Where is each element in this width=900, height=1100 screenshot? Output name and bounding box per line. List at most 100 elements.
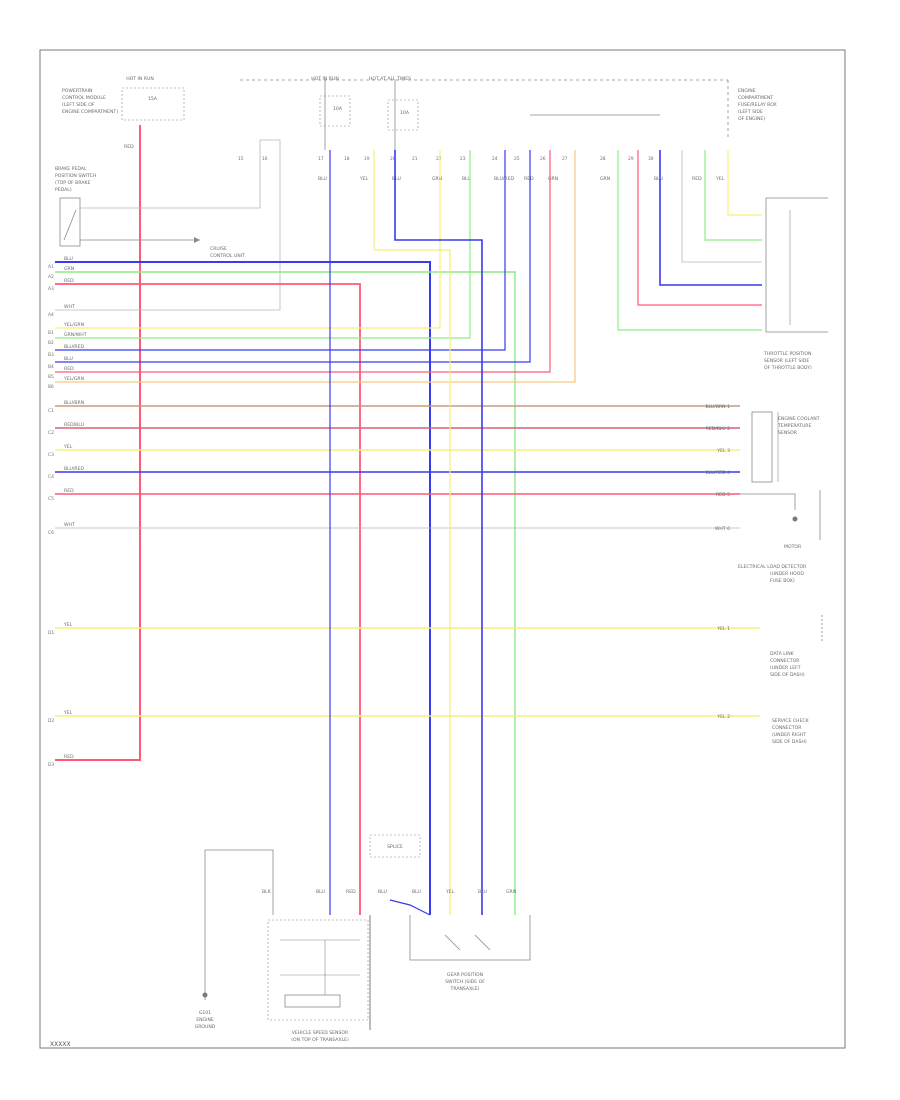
green-wire-a2 [55,271,516,915]
right-wire-label: YEL 1 [716,626,730,632]
left-wire-label: YEL [63,710,73,716]
brake-switch-box [59,197,81,247]
tp-label-3: OF THROTTLE BODY) [764,365,812,371]
tp-label-2: SENSOR (LEFT SIDE [764,358,809,364]
red-wire-main-left [55,125,141,761]
hot-in-run-left-label: HOT IN RUN [126,76,154,82]
dlc1-label-1: DATA LINK [770,651,795,657]
hot-in-run-left: HOT IN RUN 15A [121,76,185,121]
left-wire-pin: B6 [48,384,54,390]
pcm-label-1: POWERTRAIN [62,88,92,94]
bottom-wire-label: BLU [378,889,387,895]
top-wire-color: BLU [392,176,401,182]
green-wire-tp-1 [617,150,762,331]
data-link-connector-1: DATA LINK CONNECTOR (UNDER LEFT SIDE OF … [770,651,805,678]
red-wire-a3 [55,283,361,915]
brake-label-3: (TOP OF BRAKE [55,180,90,186]
left-wire-label: BLU/RED [64,344,84,350]
top-right-block: ENGINE COMPARTMENT FUSE/RELAY BOX (LEFT … [738,88,777,122]
hot-in-run-mid-label: HOT IN RUN [311,76,339,82]
left-wire-pin: B2 [48,340,54,346]
left-wire-pin: D3 [48,762,54,768]
top-right-label-5: OF ENGINE) [738,116,765,122]
right-wire-label: BLU/BRN 1 [705,404,730,410]
ground-g101-terminal [202,992,208,998]
top-pin-number: 26 [540,156,546,162]
top-pin-number: 25 [514,156,520,162]
top-pin-number: 30 [648,156,654,162]
dlc1-label-3: (UNDER LEFT [770,665,801,671]
top-pin-number: 16 [262,156,268,162]
left-wire-label: WHT [64,304,75,310]
data-link-connector-2: SERVICE CHECK CONNECTOR (UNDER RIGHT SID… [772,718,810,745]
splice-box [369,834,421,858]
pcm-label-4: ENGINE COMPARTMENT) [62,109,118,115]
top-wire-color: BLU [318,176,327,182]
right-wire-label: WHT 6 [715,526,730,532]
eld-label-3: FUSE BOX) [770,578,795,584]
ground-label-1: G101 [199,1010,211,1016]
throttle-position-sensor: THROTTLE POSITION SENSOR (LEFT SIDE OF T… [763,197,828,371]
diagram-code: XXXXX [50,1041,71,1048]
ect-label-1: ENGINE COOLANT [778,416,820,422]
brake-switch-block: BRAKE PEDAL POSITION SWITCH (TOP OF BRAK… [55,166,96,247]
top-pin-number: 24 [492,156,498,162]
fuse-box-mid2 [387,99,419,131]
blue-wire-tp [659,150,762,286]
top-wire-color: BLU/RED [494,176,514,182]
left-wire-label: RED [64,278,74,284]
blue-wire-a1 [55,261,431,915]
vehicle-speed-sensor: VEHICLE SPEED SENSOR (ON TOP OF TRANSAXL… [204,849,371,1043]
motor-terminal [792,516,798,522]
left-wire-label: RED [64,754,74,760]
right-wire-label: RED/BLU 2 [706,426,730,432]
fuse-left-label: 15A [148,96,158,102]
vss-coil [284,994,341,1008]
top-pin-number: 19 [364,156,370,162]
left-wire-pin: A3 [48,286,54,292]
left-wire-label: YEL/GRN [63,376,84,382]
left-wire-pin: B3 [48,352,54,358]
eld-label-1: ELECTRICAL LOAD DETECTOR [738,564,807,570]
motor-lead [740,493,796,510]
electrical-load-detector-label: ELECTRICAL LOAD DETECTOR (UNDER HOOD FUS… [738,564,807,584]
pcm-label-2: CONTROL MODULE [62,95,106,101]
dlc2-label-3: (UNDER RIGHT [772,732,806,738]
gear-switch-box [409,915,531,961]
cruise-label-2: CONTROL UNIT [210,253,245,259]
ground-label-3: GROUND [195,1024,216,1030]
top-pin-number: 23 [460,156,466,162]
tp-label-1: THROTTLE POSITION [763,351,811,357]
vss-label-1: VEHICLE SPEED SENSOR [292,1030,349,1036]
top-pin-number: 27 [562,156,568,162]
diagram-frame [39,49,846,1049]
dlc1-label-2: CONNECTOR [770,658,800,664]
left-wire-pin: A4 [48,312,54,318]
dlc2-label-1: SERVICE CHECK [772,718,810,724]
bottom-wire-label: BLU [316,889,325,895]
left-wire-pin: C4 [48,474,54,480]
blue-wire-b3 [55,150,506,351]
top-wire-color: YEL [359,176,369,182]
vss-label-2: (ON TOP OF TRANSAXLE) [291,1037,349,1043]
gear-label-2: SWITCH (SIDE OF [445,979,485,985]
left-wire-pin: B4 [48,364,54,370]
top-pin-number: 21 [412,156,418,162]
pcm-label-3: (LEFT SIDE OF [62,102,95,108]
left-wire-label: WHT [64,522,75,528]
ect-label-2: TEMPERATURE [777,423,811,429]
top-pin-number: 17 [318,156,324,162]
fuse-mid1-label: 10A [333,106,343,112]
top-wire-color: GRN [600,176,610,182]
top-right-label-3: FUSE/RELAY BOX [738,102,777,108]
top-wire-color: RED [692,176,702,182]
left-wire-label: GRN/WHT [64,332,87,338]
motor-label: MOTOR [784,544,802,550]
top-wire-color: BLU [462,176,471,182]
red-wire-b5 [55,150,551,373]
